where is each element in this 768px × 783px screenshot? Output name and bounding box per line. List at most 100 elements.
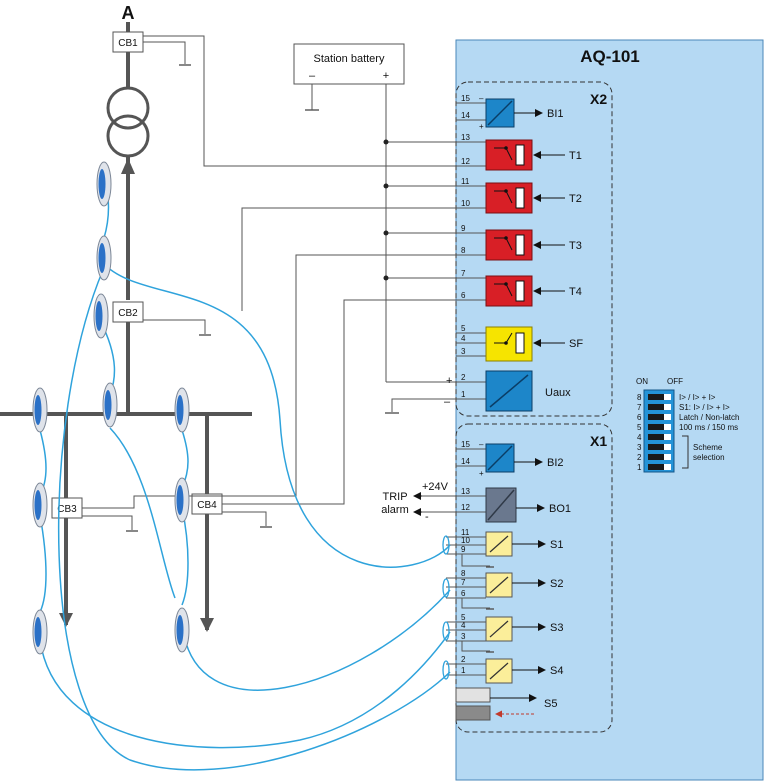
sensor-channel-s4: S4 2 1 — [446, 655, 563, 684]
dip-8-num: 8 — [637, 393, 642, 402]
dip-7-num: 7 — [637, 403, 642, 412]
x2-group-frame — [455, 81, 613, 417]
breaker-cb1[interactable]: CB1 — [112, 31, 144, 53]
bi1-module: – + BI1 15 14 — [456, 94, 564, 131]
sf-pin-a: 5 — [461, 324, 466, 333]
breaker-cb4[interactable]: CB4 — [191, 493, 223, 515]
dip-3-num: 3 — [637, 443, 642, 452]
power-transformer — [106, 86, 150, 158]
bi1-pin-b: 14 — [461, 111, 470, 120]
uaux-pin-a: 2 — [461, 373, 466, 382]
uaux-minus-sign: – — [444, 396, 451, 408]
dip-5-desc: 100 ms / 150 ms — [679, 423, 738, 432]
s1-pin-a: 11 — [461, 528, 470, 537]
t2-pin-b: 10 — [461, 199, 470, 208]
t1-pin-b: 12 — [461, 157, 470, 166]
breaker-cb4-label: CB4 — [197, 500, 217, 511]
sensor-channel-s1: S1 11 10 9 — [446, 528, 563, 557]
t3-pin-a: 9 — [461, 224, 466, 233]
breaker-cb2[interactable]: CB2 — [112, 301, 144, 323]
t1-label: T1 — [569, 150, 582, 162]
bi1-minus: – — [479, 94, 484, 103]
s3-pin-b: 4 — [461, 621, 466, 630]
bi2-module: – + BI2 15 14 — [456, 440, 564, 478]
sf-label: SF — [569, 338, 583, 350]
s1-label: S1 — [550, 539, 563, 551]
trip-alarm-plus: +24V — [422, 481, 449, 493]
uaux-label: Uaux — [545, 387, 571, 399]
fiber-port-s5[interactable]: S5 — [455, 687, 557, 721]
dip-6-desc: Latch / Non-latch — [679, 413, 739, 422]
bi1-label: BI1 — [547, 108, 564, 120]
breaker-cb3-label: CB3 — [57, 504, 77, 515]
s1-pin-b: 10 — [461, 536, 470, 545]
sensor-channel-s2: S2 8 7 6 — [446, 569, 563, 599]
bi1-plus: + — [479, 122, 484, 131]
t4-pin-a: 7 — [461, 269, 466, 278]
bo1-pin-a: 13 — [461, 487, 470, 496]
t3-label: T3 — [569, 240, 582, 252]
trip-relay-t4: T4 7 6 — [456, 269, 582, 307]
bo1-module: BO1 13 12 — [413, 487, 571, 523]
bus-label: A — [122, 3, 135, 23]
station-battery-plus: + — [383, 70, 389, 82]
station-battery-label: Station battery — [314, 53, 385, 65]
dip-1-num: 1 — [637, 463, 642, 472]
breaker-cb1-label: CB1 — [118, 38, 138, 49]
dip-4-num: 4 — [637, 433, 642, 442]
trip-alarm-minus: - — [425, 511, 429, 523]
sf-pin-b: 4 — [461, 334, 466, 343]
bo1-pin-b: 12 — [461, 503, 470, 512]
dip-switch-block[interactable]: ON OFF 8 7 6 5 4 3 2 1 — [636, 377, 739, 473]
device-title: AQ-101 — [580, 47, 640, 66]
trip-relay-t2: T2 11 10 — [456, 177, 582, 214]
bi2-pin-b: 14 — [461, 457, 470, 466]
station-battery: Station battery – + — [293, 43, 405, 85]
s2-label: S2 — [550, 578, 563, 590]
bi2-plus: + — [479, 469, 484, 478]
uaux-plus-sign: + — [446, 375, 452, 387]
s3-label: S3 — [550, 622, 563, 634]
t2-pin-a: 11 — [461, 177, 470, 186]
s4-pin-a: 2 — [461, 655, 466, 664]
x2-group-label: X2 — [590, 91, 607, 107]
breaker-cb2-label: CB2 — [118, 308, 138, 319]
trip-alarm-title: TRIP — [382, 491, 407, 503]
dip-on-label: ON — [636, 377, 648, 386]
uaux-pin-b: 1 — [461, 390, 466, 399]
sensor-channel-s3: S3 5 4 3 — [446, 613, 563, 642]
t3-pin-b: 8 — [461, 246, 466, 255]
scheme-label-line1: Scheme — [693, 443, 723, 452]
dip-5-num: 5 — [637, 423, 642, 432]
s3-pin-a: 5 — [461, 613, 466, 622]
s3-pin-c: 3 — [461, 632, 466, 641]
breaker-cb3[interactable]: CB3 — [51, 497, 83, 519]
dip-7-desc: S1: I> / I> + I> — [679, 403, 730, 412]
s4-pin-b: 1 — [461, 666, 466, 675]
station-battery-minus: – — [309, 70, 316, 82]
bi2-minus: – — [479, 440, 484, 449]
bi2-label: BI2 — [547, 457, 564, 469]
s5-label: S5 — [544, 698, 557, 710]
arc-sensor-heads — [32, 161, 190, 655]
s4-label: S4 — [550, 665, 563, 677]
trip-alarm-subtitle: alarm — [381, 504, 409, 516]
bi2-pin-a: 15 — [461, 440, 470, 449]
s2-pin-a: 8 — [461, 569, 466, 578]
scheme-label-line2: selection — [693, 453, 725, 462]
trip-relay-t3: T3 9 8 — [456, 224, 582, 261]
dip-2-num: 2 — [637, 453, 642, 462]
power-supply-uaux: Uaux 2 1 — [456, 370, 571, 412]
s2-pin-c: 6 — [461, 589, 466, 598]
trip-relay-t1: T1 13 12 — [456, 133, 582, 171]
s2-pin-b: 7 — [461, 578, 466, 587]
s1-pin-c: 9 — [461, 545, 466, 554]
self-supervision-relay-sf: SF 5 4 3 — [456, 324, 583, 362]
t1-pin-a: 13 — [461, 133, 470, 142]
bo1-label: BO1 — [549, 503, 571, 515]
t4-pin-b: 6 — [461, 291, 466, 300]
t2-label: T2 — [569, 193, 582, 205]
x1-group-label: X1 — [590, 433, 607, 449]
bi1-pin-a: 15 — [461, 94, 470, 103]
